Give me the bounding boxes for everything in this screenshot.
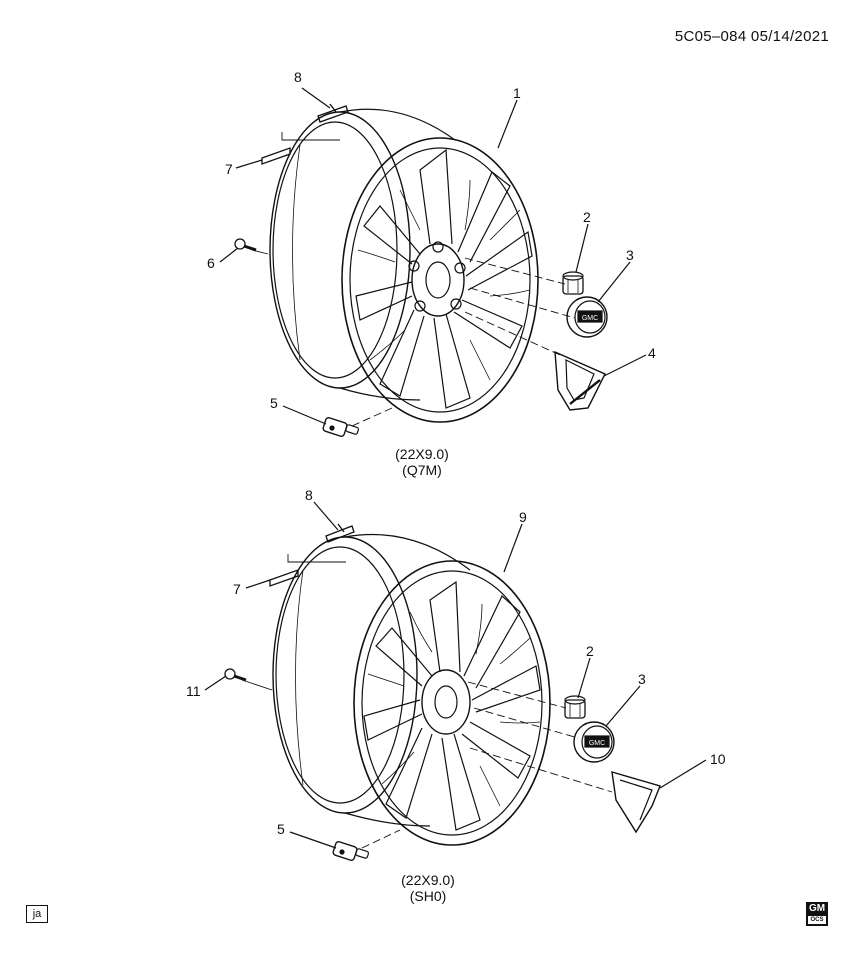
spoke-insert-icon[interactable] (554, 350, 606, 411)
wheel-top-assembly: GMC (207, 69, 656, 437)
callout-8[interactable]: 8 (294, 69, 302, 85)
wheel-bottom-face (353, 560, 551, 846)
lug-nut-icon[interactable] (564, 695, 586, 719)
callout-8[interactable]: 8 (305, 487, 313, 503)
wheel-bottom-callout-numbers: 9 2 3 10 5 11 7 8 (186, 487, 726, 837)
wheel-bottom-leaders[interactable] (241, 554, 613, 849)
wheel-top-size: (22X9.0) (395, 446, 449, 462)
wheel-top-caption: (22X9.0) (Q7M) (362, 446, 482, 478)
wheel-top-face (341, 137, 539, 423)
center-cap-logo-text: GMC (582, 315, 598, 322)
tpms-sensor-icon[interactable] (322, 417, 360, 437)
center-cap-icon[interactable] (566, 296, 608, 338)
callout-3[interactable]: 3 (626, 247, 634, 263)
wheel-bottom-assembly: GMC (186, 487, 726, 861)
callout-7[interactable]: 7 (225, 161, 233, 177)
center-cap-icon[interactable] (573, 721, 615, 763)
wheel-bottom-barrel (272, 533, 471, 827)
wheel-bottom-caption: (22X9.0) (SH0) (368, 872, 488, 904)
balance-weight-icon[interactable] (269, 569, 299, 587)
balance-weight-icon[interactable] (261, 147, 291, 165)
gm-logo-text: GM (808, 903, 826, 914)
callout-1[interactable]: 1 (513, 85, 521, 101)
ja-badge: ja (26, 905, 48, 923)
wheel-top-leaders[interactable] (251, 132, 576, 427)
tpms-sensor-icon[interactable] (332, 841, 370, 861)
callout-3[interactable]: 3 (638, 671, 646, 687)
callout-7[interactable]: 7 (233, 581, 241, 597)
bolt-icon[interactable] (234, 238, 257, 252)
wheel-bottom-callout-lines (204, 501, 707, 849)
callout-5[interactable]: 5 (270, 395, 278, 411)
wheel-bottom-option-code: (SH0) (409, 888, 447, 904)
callout-9[interactable]: 9 (519, 509, 527, 525)
wheel-bottom-size: (22X9.0) (401, 872, 455, 888)
bolt-icon[interactable] (224, 668, 247, 682)
callout-2[interactable]: 2 (586, 643, 594, 659)
clip-weight-icon[interactable] (325, 523, 355, 543)
callout-4[interactable]: 4 (648, 345, 656, 361)
spoke-cover-icon[interactable] (611, 771, 661, 834)
callout-6[interactable]: 6 (207, 255, 215, 271)
wheel-top-callout-lines (219, 87, 647, 425)
callout-2[interactable]: 2 (583, 209, 591, 225)
gm-logo-icon: GM OCS (806, 902, 828, 926)
callout-10[interactable]: 10 (710, 751, 726, 767)
diagram-code-date: 5C05–084 05/14/2021 (674, 28, 829, 45)
callout-5[interactable]: 5 (277, 821, 285, 837)
callout-11[interactable]: 11 (186, 683, 201, 699)
clip-weight-icon[interactable] (317, 103, 349, 123)
gm-logo-subtext: OCS (808, 916, 826, 924)
center-cap-logo-text: GMC (589, 740, 605, 747)
wheel-top-option-code: (Q7M) (402, 462, 442, 478)
wheel-top-callout-numbers: 1 2 3 4 5 6 7 8 (207, 69, 656, 411)
lug-nut-icon[interactable] (562, 271, 584, 295)
wheel-top-barrel (269, 108, 456, 401)
